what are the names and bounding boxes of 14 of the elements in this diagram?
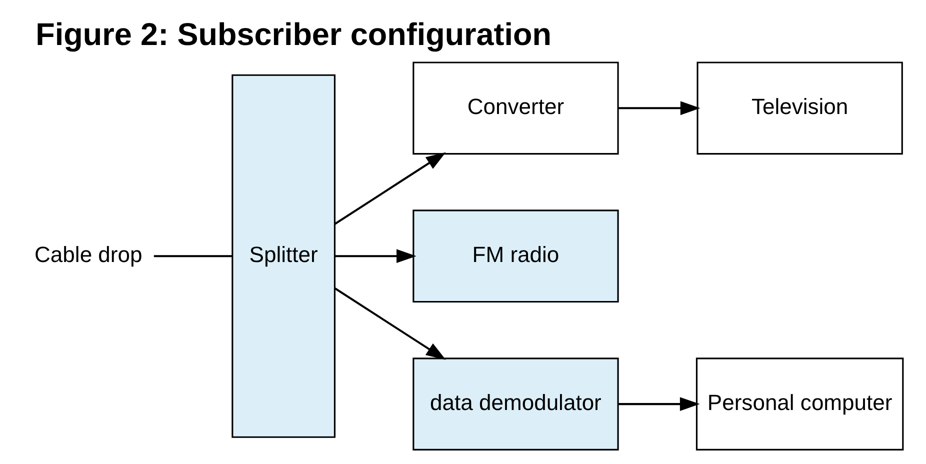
arrow [334,248,416,263]
node-box: FM radio [412,209,619,302]
node-box: data demodulator [412,357,619,450]
arrow [618,100,700,115]
connector [154,254,232,257]
node-text: Cable drop [34,241,142,266]
diagram-title: Figure 2: Subscriber configuration [36,16,552,52]
arrow [334,286,446,360]
node-box: Television [696,61,903,154]
node-box: Converter [412,61,619,154]
arrow [334,152,446,224]
node-box: Splitter [232,74,336,438]
node-box: Personal computer [696,357,904,450]
arrow [618,396,700,411]
